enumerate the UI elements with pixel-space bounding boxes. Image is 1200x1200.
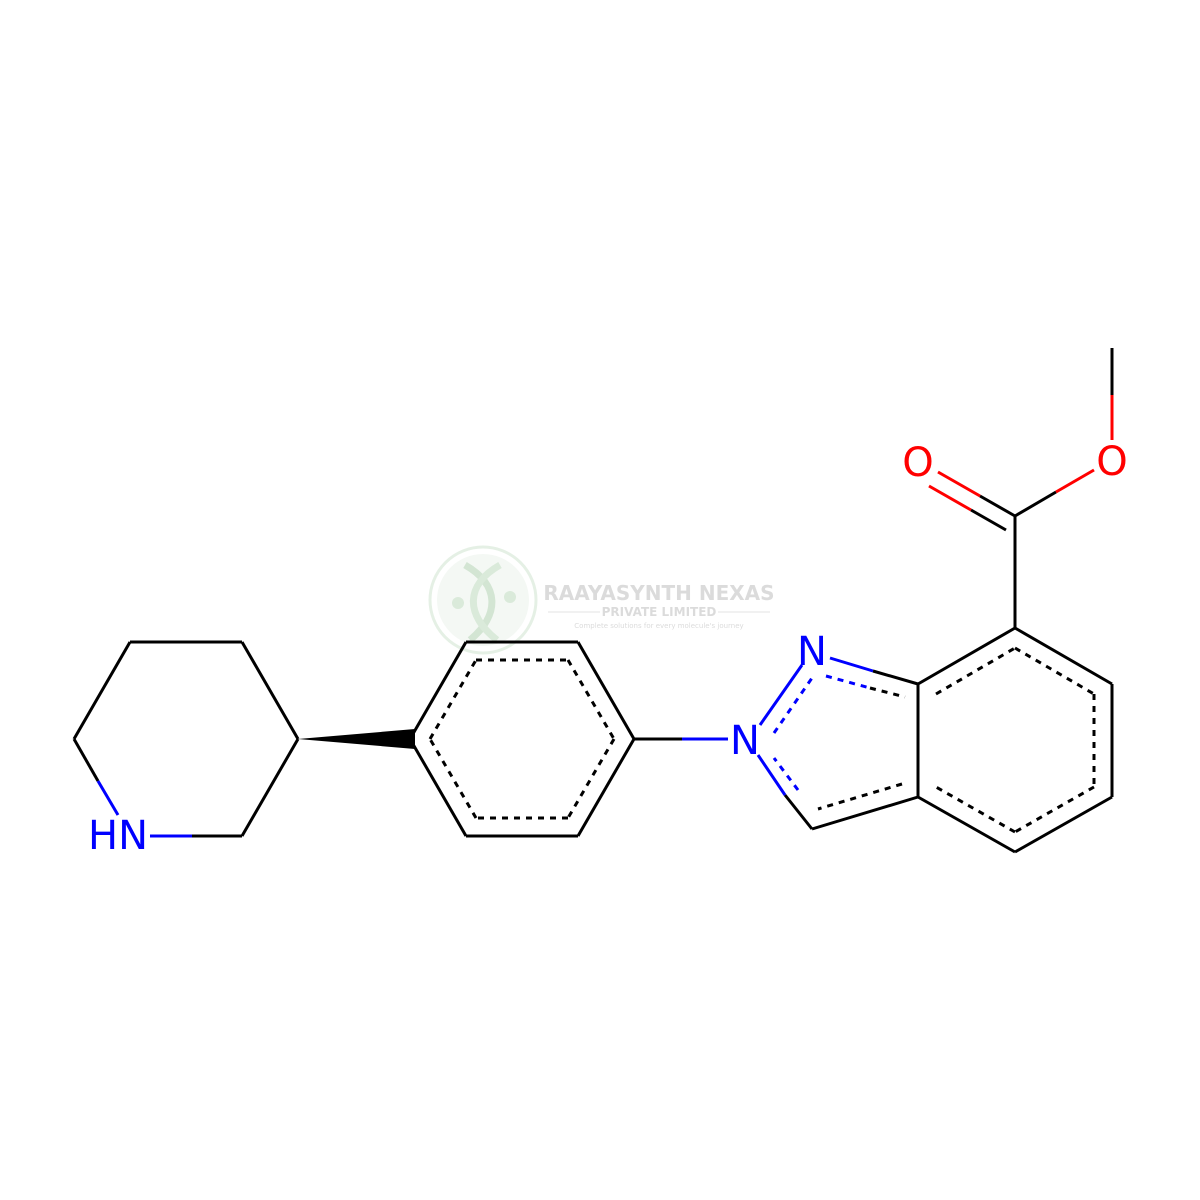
watermark-tagline: Complete solutions for every molecule's … — [574, 622, 743, 630]
methyl-ester-group — [928, 348, 1114, 628]
indazole-n2-label: N — [730, 718, 760, 764]
watermark-logo-icon — [428, 545, 538, 655]
indazole-benzene-ring — [917, 626, 1114, 854]
watermark-subtitle: PRIVATE LIMITED — [602, 605, 717, 619]
watermark-company: RAAYASYNTH NEXAS — [543, 581, 774, 605]
piperidine-nh-label: HN — [88, 813, 148, 859]
phenyl-ring — [408, 640, 636, 838]
indazole-n1-label: N — [797, 629, 827, 675]
ester-oxygen-label: O — [1096, 439, 1127, 485]
piperidine-ring — [72, 640, 300, 838]
wedge-bond — [298, 729, 415, 749]
watermark: RAAYASYNTH NEXAS PRIVATE LIMITED Complet… — [428, 545, 775, 655]
indazole-pyrazole-ring — [756, 656, 920, 831]
carbonyl-oxygen-label: O — [902, 440, 933, 486]
